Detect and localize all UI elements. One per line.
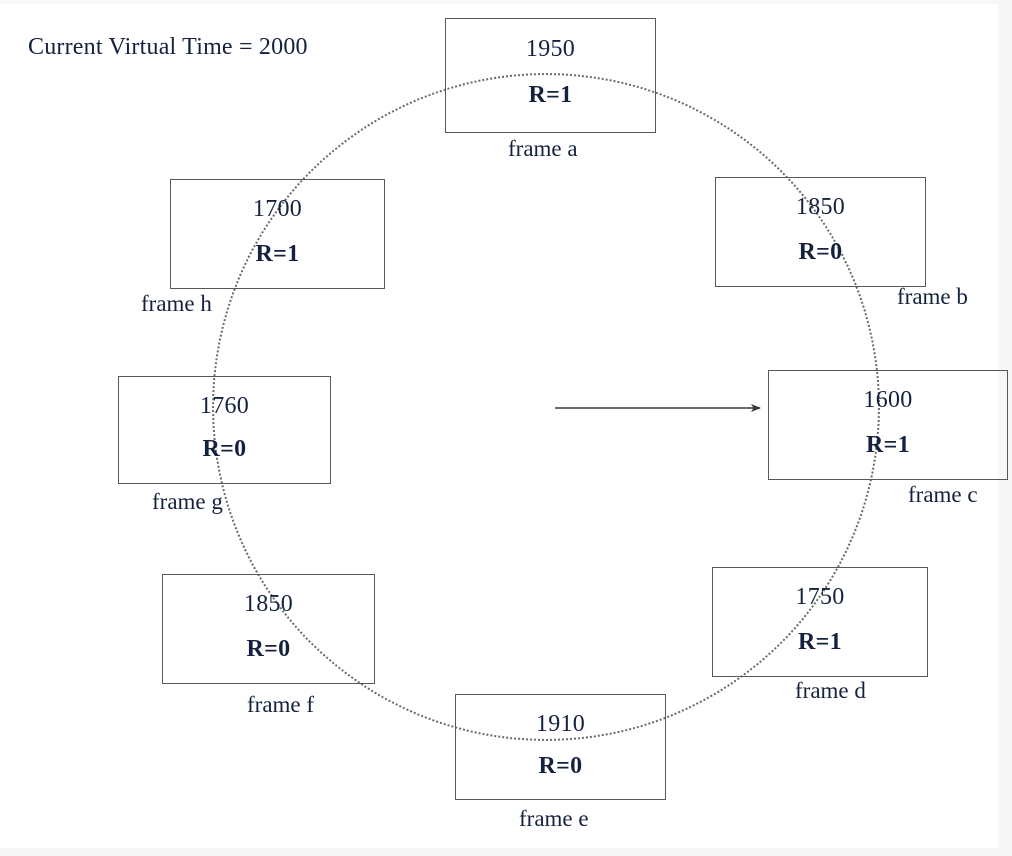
frame-virtual-time-b: 1850 [795, 194, 846, 221]
frame-label-d: frame d [795, 678, 866, 703]
frame-label-a: frame a [508, 136, 578, 161]
frame-reference-bit-a: R=1 [528, 82, 573, 109]
frame-reference-bit-g: R=0 [202, 436, 247, 463]
frame-label-e: frame e [519, 806, 589, 831]
frame-label-c: frame c [908, 482, 978, 507]
frame-label-h: frame h [141, 291, 212, 316]
clock-ring-circle [212, 73, 880, 741]
clock-hand-arrow [555, 404, 761, 412]
frame-label-b: frame b [897, 284, 968, 309]
frame-virtual-time-f: 1850 [243, 591, 294, 618]
frame-reference-bit-e: R=0 [538, 753, 583, 780]
frame-virtual-time-h: 1700 [252, 196, 303, 223]
frame-reference-bit-b: R=0 [798, 238, 843, 265]
frame-virtual-time-a: 1950 [525, 36, 576, 63]
frame-reference-bit-h: R=1 [255, 240, 300, 267]
frame-label-g: frame g [152, 489, 223, 514]
frame-reference-bit-c: R=1 [866, 431, 910, 458]
frame-reference-bit-f: R=0 [246, 635, 291, 662]
page-title: Current Virtual Time = 2000 [28, 34, 308, 60]
frame-virtual-time-c: 1600 [863, 387, 913, 414]
frame-virtual-time-g: 1760 [199, 392, 250, 419]
frame-label-f: frame f [247, 692, 315, 717]
frame-reference-bit-d: R=1 [798, 628, 842, 655]
frame-virtual-time-d: 1750 [795, 584, 845, 611]
frame-virtual-time-e: 1910 [535, 710, 586, 737]
